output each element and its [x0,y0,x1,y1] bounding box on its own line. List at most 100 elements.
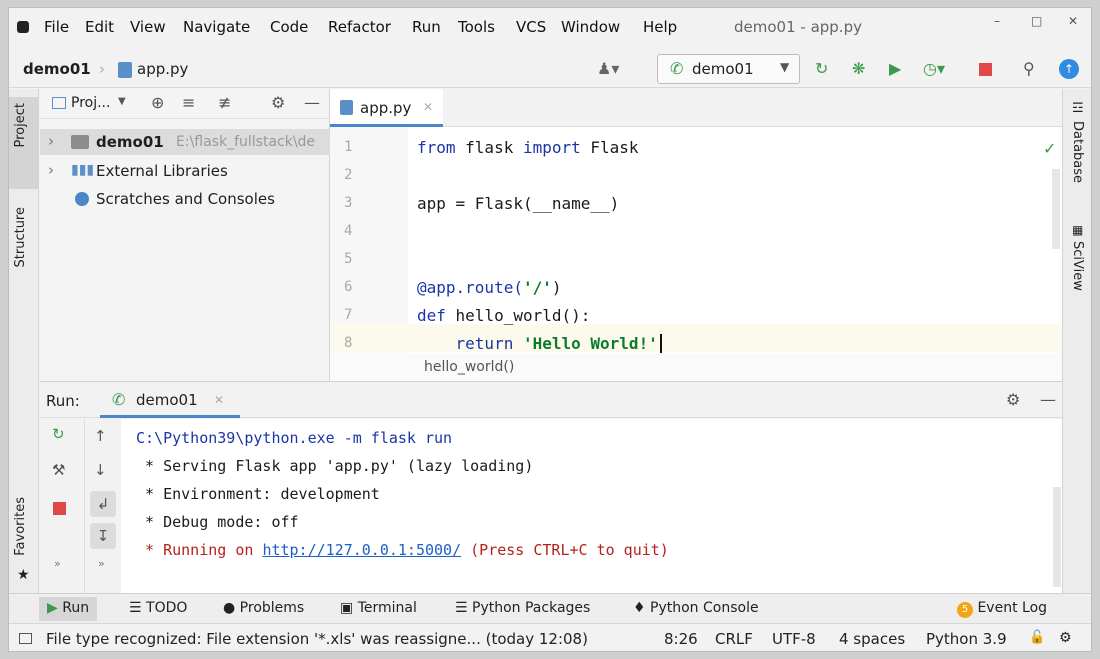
gear-icon[interactable]: ⚙ [271,93,286,112]
rerun-icon[interactable]: ↻ [52,425,65,443]
breadcrumb-project[interactable]: demo01 [23,60,91,78]
tool-tab-python-console[interactable]: ♦ Python Console [633,600,759,616]
arrow-up-icon[interactable]: ↑ [94,427,107,445]
code-keyword: from [417,138,456,157]
code-line-3[interactable]: app = Flask(__name__) [417,194,620,213]
editor-breadcrumb[interactable]: hello_world() [330,353,1062,381]
tool-tab-event-log[interactable]: 5 Event Log [957,600,1047,618]
output-line: * Environment: development [136,485,380,503]
more-icon[interactable]: » [54,557,61,570]
line-number: 6 [344,279,353,295]
more-icon[interactable]: » [98,557,105,570]
code-text: ) [551,278,562,297]
run-toolbar: ↻ ⚒ » ↑ ↓ ↲ ↧ » [40,419,121,594]
menu-window[interactable]: Window [561,18,621,36]
tool-tab-label: Problems [239,600,305,616]
close-icon[interactable]: ✕ [1068,14,1079,28]
run-panel-header: Run: ✆ demo01 ✕ ⚙ — [40,382,1062,418]
menu-run[interactable]: Run [412,18,441,36]
tool-tab-python-packages[interactable]: ☰ Python Packages [455,600,590,616]
console-scrollbar[interactable] [1053,487,1061,587]
tab-app-py[interactable]: app.py ✕ [330,89,443,127]
check-icon: ✓ [1043,139,1057,158]
code-line-1[interactable]: from flask import Flask [417,138,639,157]
console-output[interactable]: C:\Python39\python.exe -m flask run * Se… [121,419,1062,594]
wrench-icon[interactable]: ⚒ [52,461,66,479]
menu-code[interactable]: Code [270,18,309,36]
code-line-8[interactable]: return 'Hello World!'​ [417,334,662,353]
toggle-tool-windows-icon[interactable] [19,633,32,644]
menu-vcs[interactable]: VCS [516,18,547,36]
collapse-all-icon[interactable]: ≢ [218,93,232,112]
run-tab-label: demo01 [136,391,198,409]
library-icon: ▮▮▮ [71,162,95,178]
search-icon[interactable]: ⚲ [1023,59,1035,78]
menu-edit[interactable]: Edit [85,18,115,36]
run-config-selector[interactable]: ✆ demo01 ▼ [657,54,800,84]
menu-navigate[interactable]: Navigate [183,18,251,36]
stop-icon[interactable] [53,502,66,515]
settings-icon[interactable]: ⚙ [1059,630,1072,646]
python-interpreter[interactable]: Python 3.9 [926,630,1007,648]
maximize-icon[interactable]: □ [1031,14,1043,28]
rerun-icon[interactable]: ↻ [815,59,829,78]
tool-tab-run[interactable]: ▶ Run [39,597,98,621]
caret-position[interactable]: 8:26 [664,630,698,648]
file-encoding[interactable]: UTF-8 [772,630,816,648]
tree-item-path: E:\flask_fullstack\de [176,134,316,150]
tab-project[interactable]: Project [13,103,28,148]
minimize-icon[interactable]: – [994,14,1000,28]
tab-structure[interactable]: Structure [13,207,28,268]
menu-file[interactable]: File [44,18,70,36]
status-message[interactable]: File type recognized: File extension '*.… [46,630,588,648]
close-icon[interactable]: ✕ [423,100,434,114]
line-separator[interactable]: CRLF [715,630,753,648]
menu-refactor[interactable]: Refactor [328,18,391,36]
line-number: 8 [344,335,353,351]
profile-icon[interactable]: ◷▾ [923,59,945,78]
tab-favorites[interactable]: Favorites [13,497,28,556]
sciview-icon: ▦ [1072,223,1084,237]
lock-icon[interactable]: 🔓 [1029,630,1046,645]
run-tab-demo01[interactable]: ✆ demo01 ✕ [100,382,240,418]
scroll-to-end-icon[interactable]: ↧ [90,523,116,549]
line-number: 7 [344,307,353,323]
code-line-7[interactable]: def hello_world(): [417,306,590,325]
locate-icon[interactable]: ⊕ [151,93,165,112]
code-line-6[interactable]: @app.route('/') [417,278,562,297]
project-view-label[interactable]: Proj... [71,95,111,111]
indent-setting[interactable]: 4 spaces [839,630,906,648]
tool-tab-todo[interactable]: ☰ TODO [129,600,187,616]
debug-icon[interactable]: ❋ [852,59,866,78]
menu-view[interactable]: View [130,18,166,36]
stop-icon[interactable] [979,63,992,76]
output-line: * Running on http://127.0.0.1:5000/ (Pre… [136,541,669,559]
tool-tab-terminal[interactable]: ▣ Terminal [340,600,417,616]
phone-icon: ✆ [112,390,126,409]
tab-sciview[interactable]: SciView [1070,241,1085,291]
tool-tab-label: Python Console [650,600,759,616]
list-icon: ☰ [129,600,142,616]
arrow-down-icon[interactable]: ↓ [94,461,107,479]
breadcrumb-file[interactable]: app.py [137,60,189,78]
close-icon[interactable]: ✕ [214,393,225,407]
tab-database[interactable]: Database [1070,121,1085,184]
editor-scrollbar[interactable] [1052,169,1060,249]
user-icon[interactable]: ♟▾ [597,59,620,78]
soft-wrap-icon[interactable]: ↲ [90,491,116,517]
coverage-icon[interactable]: ▶ [889,59,902,78]
gear-icon[interactable]: ⚙ [1006,390,1021,409]
hide-icon[interactable]: — [1040,390,1056,409]
line-number: 1 [344,139,353,155]
chevron-right-icon: › [48,132,54,150]
menu-tools[interactable]: Tools [458,18,495,36]
update-icon[interactable]: ↑ [1059,59,1079,79]
tool-tab-problems[interactable]: ● Problems [223,600,304,616]
chevron-right-icon: › [99,60,105,78]
tree-item-label: External Libraries [96,162,228,180]
expand-all-icon[interactable]: ≡ [182,93,196,112]
server-url-link[interactable]: http://127.0.0.1:5000/ [262,541,462,559]
folder-icon [71,135,89,149]
menu-help[interactable]: Help [643,18,678,36]
hide-icon[interactable]: — [304,93,320,112]
